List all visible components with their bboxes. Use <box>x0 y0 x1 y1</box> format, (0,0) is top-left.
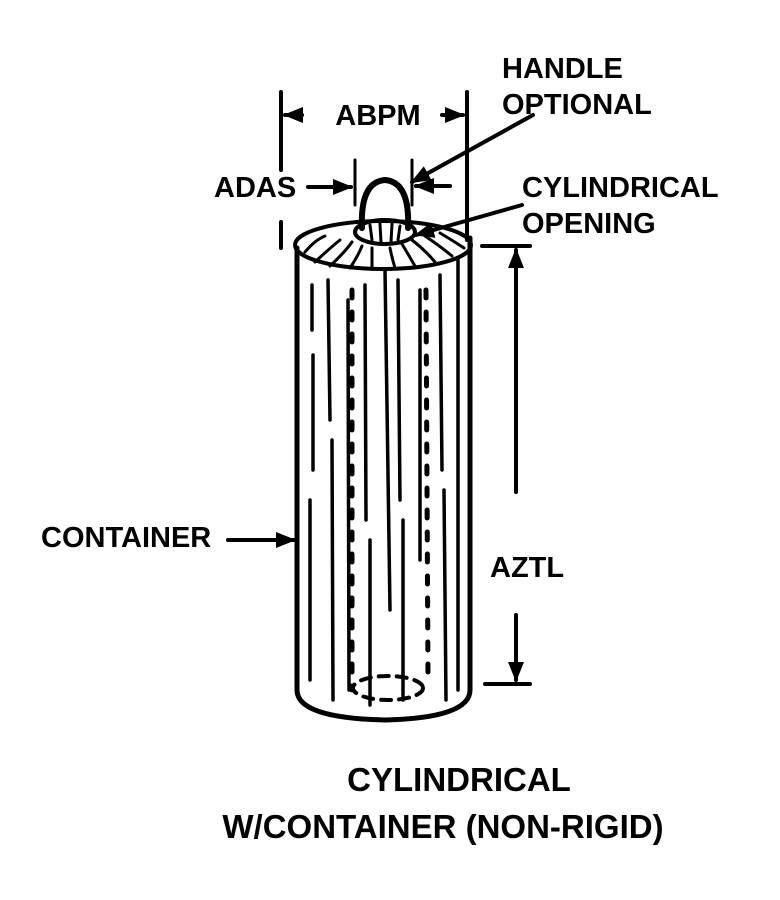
abpm-label: ABPM <box>335 100 420 132</box>
opening-folds <box>368 222 402 244</box>
abpm-dimension: ABPM <box>279 90 469 250</box>
container-body <box>293 219 473 723</box>
handle-leader-arrow <box>410 113 535 184</box>
aztl-dimension: AZTL <box>480 244 564 686</box>
aztl-label: AZTL <box>490 552 564 584</box>
caption-line1: CYLINDRICAL <box>347 761 571 798</box>
opening-callout: CYLINDRICAL OPENING <box>414 172 719 240</box>
adas-label: ADAS <box>214 172 296 204</box>
inner-tube-dashed <box>349 287 431 693</box>
handle-label-line2: OPTIONAL <box>502 89 652 121</box>
container-callout: CONTAINER <box>41 522 296 554</box>
adas-dimension: ADAS <box>214 158 452 207</box>
opening-label-line2: OPENING <box>522 208 656 240</box>
top-fabric-folds <box>303 231 466 270</box>
container-label: CONTAINER <box>41 522 211 554</box>
handle-callout: HANDLE OPTIONAL <box>410 53 652 184</box>
side-fabric-folds <box>308 258 460 707</box>
caption-line2: W/CONTAINER (NON-RIGID) <box>222 808 663 845</box>
container-bottom-rim <box>294 687 473 723</box>
bottom-opening-dashed <box>351 674 425 702</box>
opening-leader-arrow <box>414 203 524 238</box>
opening-label-line1: CYLINDRICAL <box>522 172 719 204</box>
handle-label-line1: HANDLE <box>502 53 623 85</box>
cylindrical-opening <box>353 218 417 246</box>
handle-loop <box>358 176 412 231</box>
handle <box>358 176 412 231</box>
caption: CYLINDRICAL W/CONTAINER (NON-RIGID) <box>222 761 663 845</box>
